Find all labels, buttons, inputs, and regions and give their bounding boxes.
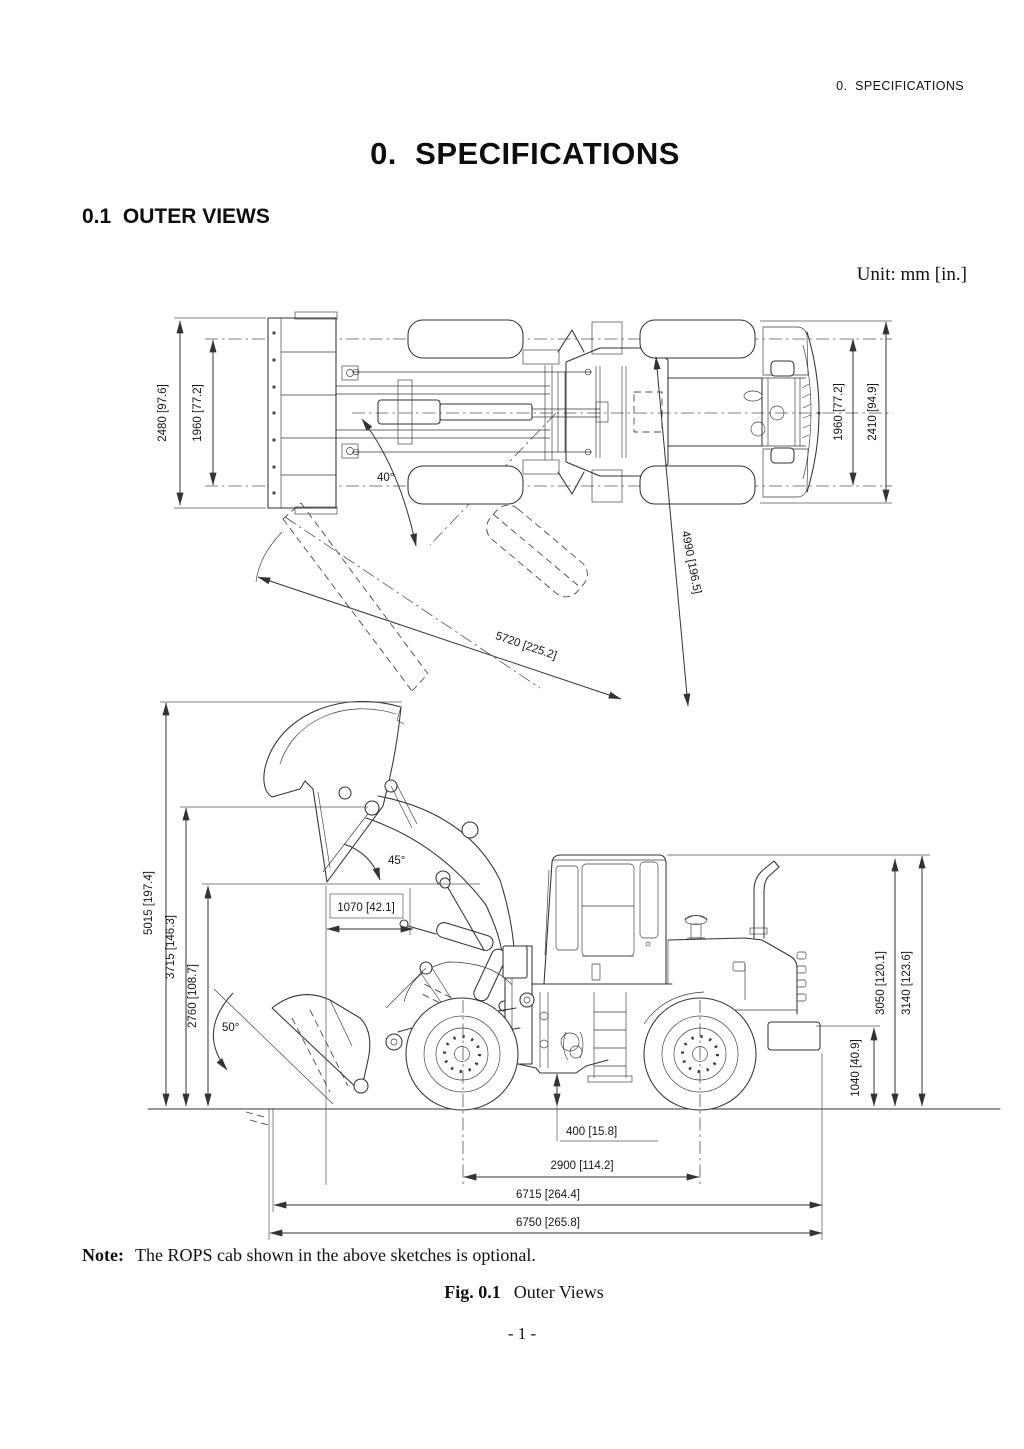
running-header: 0. SPECIFICATIONS xyxy=(836,79,964,93)
dim-wheelbase: 2900 [114.2] xyxy=(550,1160,613,1172)
page-title: 0. SPECIFICATIONS xyxy=(370,136,680,171)
rear-bumper xyxy=(767,1021,821,1051)
dim-tread-left: 1960 [77.2] xyxy=(192,384,204,442)
dim-rear-height: 1040 [40.9] xyxy=(850,1039,862,1097)
dim-height-bucket-raised: 5015 [197.4] xyxy=(143,871,155,935)
dim-dump-angle: 45° xyxy=(388,855,405,867)
blade-top-view xyxy=(267,311,338,515)
figure-caption-text: Outer Views xyxy=(513,1282,604,1302)
front-tire-right xyxy=(407,465,524,505)
ladder xyxy=(560,992,633,1083)
rear-tire-right xyxy=(639,465,756,505)
note-line: Note: The ROPS cab shown in the above ske… xyxy=(82,1245,536,1266)
front-wheel xyxy=(405,997,519,1111)
cab xyxy=(531,854,673,985)
dim-overall-length: 6750 [265.8] xyxy=(516,1217,580,1229)
articulated-position-dashed xyxy=(255,502,588,692)
note-text: The ROPS cab shown in the above sketches… xyxy=(134,1245,536,1265)
figure-caption-label: Fig. 0.1 xyxy=(444,1282,501,1302)
dim-rollback-angle: 50° xyxy=(222,1022,239,1034)
top-view: 2480 [97.6] 1960 [77.2] 40° 1960 [77.2] … xyxy=(157,311,893,707)
air-cleaner xyxy=(684,915,708,925)
dim-steer-angle: 40° xyxy=(377,472,394,484)
note-label: Note: xyxy=(82,1245,124,1265)
unit-note: Unit: mm [in.] xyxy=(856,264,967,285)
page-number: - 1 - xyxy=(507,1324,537,1343)
dim-diagonal-length: 4990 [196.5] xyxy=(679,530,703,595)
dim-width-over-tires: 2410 [94.9] xyxy=(867,383,879,441)
dim-dump-clearance: 2760 [108.7] xyxy=(187,964,199,1028)
front-tire-left xyxy=(407,319,524,359)
front-linkage-top-view xyxy=(336,365,609,459)
outer-views-drawing: 2480 [97.6] 1960 [77.2] 40° 1960 [77.2] … xyxy=(143,311,1001,1240)
side-view: 5015 [197.4] 3715 [146.3] 2760 [108.7] 4… xyxy=(143,700,1001,1240)
dim-cab-height: 3050 [120.1] xyxy=(875,951,887,1015)
dim-turning-width: 5720 [225.2] xyxy=(494,630,558,662)
counterweight-top-view xyxy=(762,326,821,498)
exhaust-stack xyxy=(753,860,780,939)
figure-caption: Fig. 0.1 Outer Views xyxy=(12,1282,1024,1303)
dim-reach: 1070 [42.1] xyxy=(337,902,395,914)
dim-ground-clearance: 400 [15.8] xyxy=(566,1126,617,1138)
rear-tire-left xyxy=(639,319,756,359)
dim-blade-width: 2480 [97.6] xyxy=(157,384,169,442)
section-heading: 0.1 OUTER VIEWS xyxy=(82,205,270,228)
dim-hinge-pin-height: 3715 [146.3] xyxy=(165,915,177,979)
dim-length-to-bucket: 6715 [264.4] xyxy=(516,1189,580,1201)
side-view-dimensions: 5015 [197.4] 3715 [146.3] 2760 [108.7] 4… xyxy=(143,701,930,1240)
bucket-raised xyxy=(263,700,418,883)
dim-overall-height: 3140 [123.6] xyxy=(901,951,913,1015)
dim-tread-right: 1960 [77.2] xyxy=(833,383,845,441)
